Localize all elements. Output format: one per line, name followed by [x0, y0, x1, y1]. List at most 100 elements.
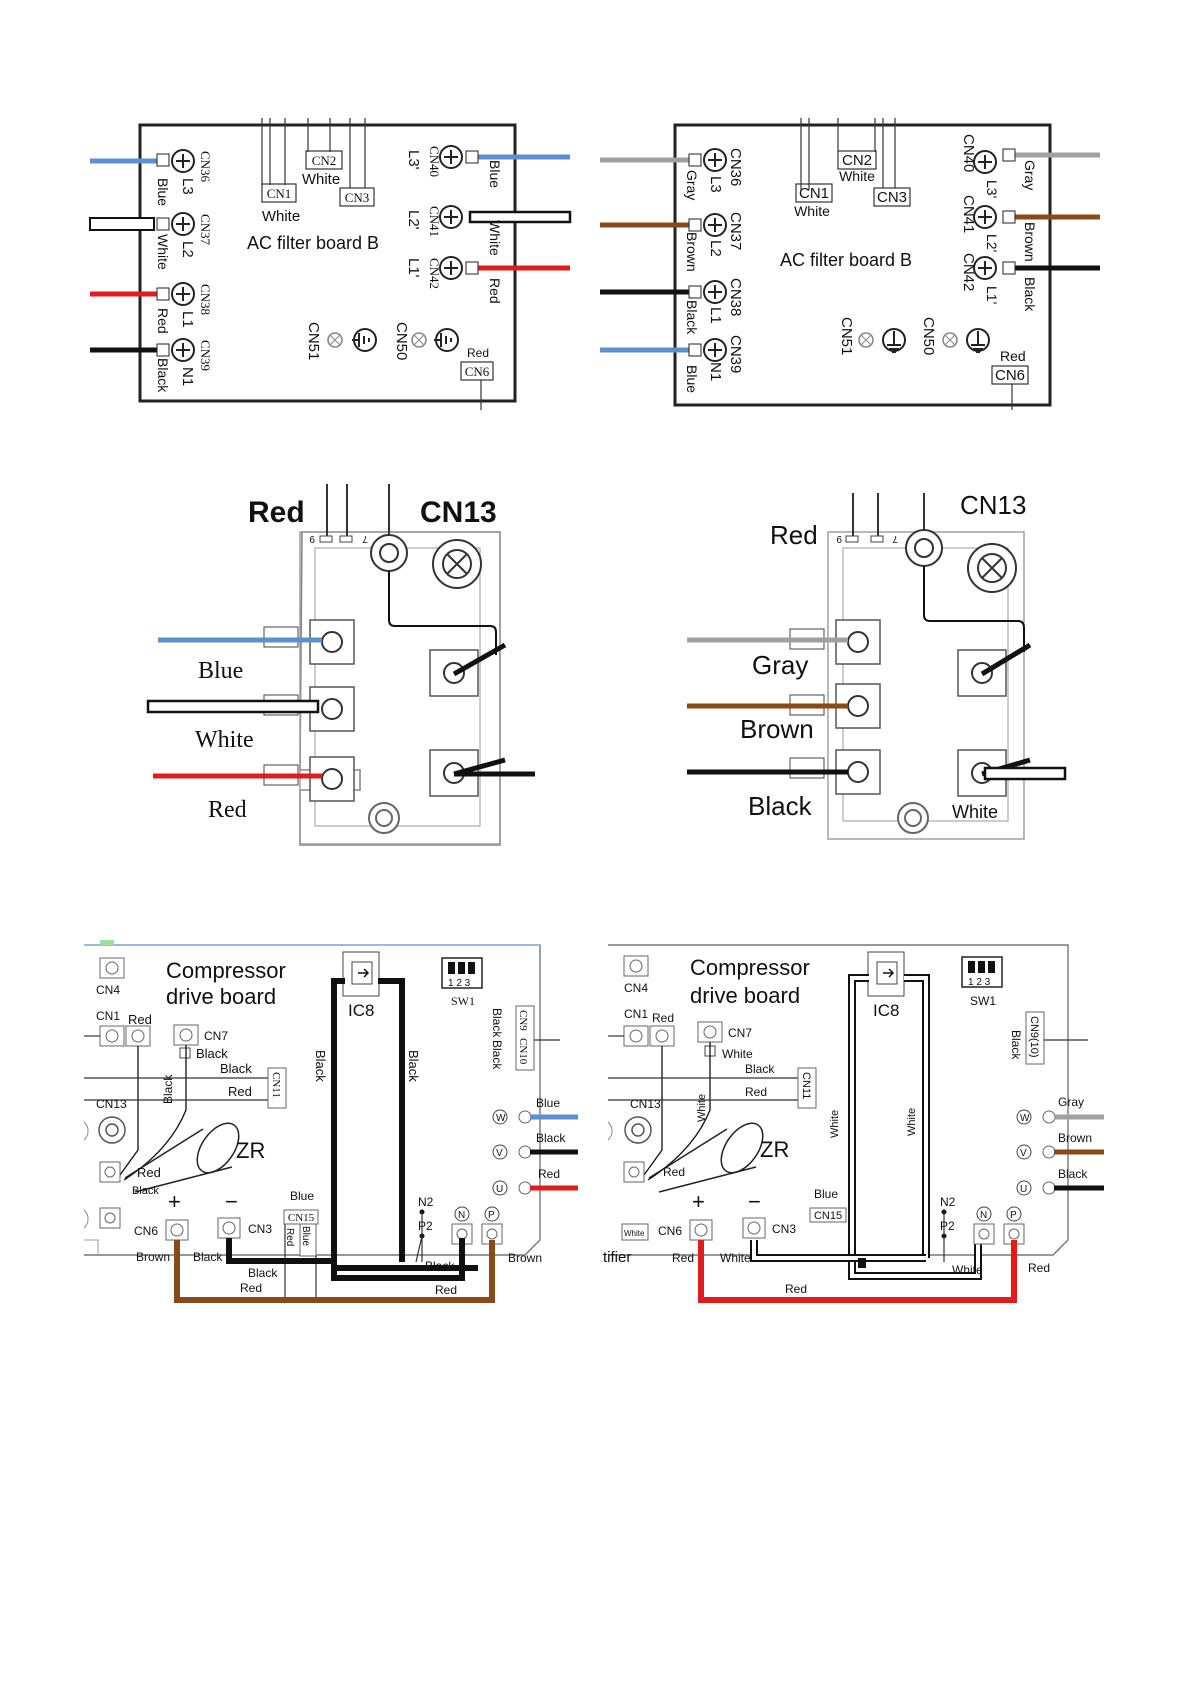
- uvw-wire-label: Brown: [1058, 1131, 1092, 1145]
- cn11-connector: Black Red CN11: [84, 1061, 287, 1109]
- black-label: Black: [425, 1259, 455, 1273]
- cn-label: CN42: [427, 258, 442, 289]
- cn6-label: CN6: [465, 364, 490, 379]
- cn11-red-label: Red: [228, 1084, 252, 1099]
- board-title-2: drive board: [166, 984, 276, 1009]
- tifier-label: tifier: [603, 1249, 631, 1266]
- sw1-label: SW1: [451, 994, 475, 1008]
- pin-b-label: 7: [362, 533, 368, 544]
- cn50-label: CN50: [920, 317, 937, 355]
- u-label: U: [1020, 1184, 1027, 1195]
- uvw-wire-label: Gray: [1058, 1095, 1084, 1109]
- cn-label: CN40: [427, 146, 442, 177]
- w-label: W: [1020, 1113, 1030, 1124]
- zr-component: ZR Red Black: [124, 1122, 265, 1197]
- rectifier-terminal-1: Blue: [158, 619, 355, 684]
- right-terminal-cn42: CN42 L1' Black: [960, 253, 1100, 312]
- p-label: P: [488, 1210, 495, 1221]
- left-terminal-cn39: CN39 N1 Black: [90, 338, 213, 393]
- terminal-label: L2: [707, 240, 724, 257]
- zr-red-label: Red: [137, 1165, 161, 1180]
- cn-label: CN41: [427, 206, 442, 237]
- wire-color-label: Red: [487, 278, 503, 304]
- uvw-wire-label: Blue: [536, 1096, 560, 1110]
- top-white-label: White: [839, 168, 875, 184]
- left-terminal-cn38: CN38 L1 Black: [600, 278, 744, 335]
- white-small-label: White: [624, 1229, 645, 1238]
- blue-label: Blue: [290, 1189, 314, 1203]
- rectifier-terminal-1: Gray: [687, 619, 881, 680]
- cn7-wire-label: Black: [196, 1046, 228, 1061]
- cn13-connector: CN13: [607, 1097, 661, 1144]
- cn1-label: CN1: [267, 186, 292, 201]
- black-label: Black: [193, 1250, 223, 1264]
- n2-label: N2: [940, 1195, 956, 1209]
- rectifier-left: Red CN13 9 7 Blue White: [146, 484, 535, 846]
- left-terminal-cn37: CN37 L2 Brown: [600, 212, 744, 272]
- terminal-label: L1': [984, 286, 1000, 304]
- black-label: Black: [248, 1266, 278, 1280]
- cn9-wire-label: Black: [490, 1008, 504, 1038]
- rectifier-terminal-3: Red: [153, 756, 355, 823]
- uvw-wire-label: Red: [538, 1167, 560, 1181]
- filter-board-outline: [138, 123, 517, 403]
- wire-label: Red: [208, 797, 247, 823]
- ic8-label: IC8: [873, 1001, 899, 1020]
- wire-color-label: Blue: [155, 178, 171, 206]
- brown-label: Brown: [136, 1250, 170, 1264]
- vert-white-label: White: [829, 1110, 841, 1138]
- p2-label: P2: [418, 1219, 433, 1233]
- cn6-wire-label: Red: [1000, 348, 1026, 364]
- out-white-label: White: [952, 802, 998, 822]
- cn7-connector: CN7 White White: [647, 1021, 753, 1181]
- terminal-label: L3: [707, 176, 724, 193]
- wire-color-label: Blue: [684, 365, 700, 393]
- cn1-label: CN1: [799, 185, 829, 202]
- ic8-component: IC8: [867, 951, 905, 1020]
- ic8-label: IC8: [348, 1001, 374, 1020]
- terminal-label: L2': [405, 210, 422, 230]
- uvw-wire-label: Black: [1058, 1167, 1088, 1181]
- cn7-wire-label: White: [722, 1047, 753, 1061]
- cn6-label: CN6: [658, 1224, 682, 1238]
- zr-red-label: Red: [663, 1165, 685, 1179]
- right-terminal-cn42: CN42 L1' Red: [405, 256, 570, 304]
- ic8-component: IC8: [342, 951, 380, 1020]
- cn-label: CN40: [960, 134, 977, 172]
- cn6-label: CN6: [134, 1224, 158, 1238]
- cn51-ground: CN51: [838, 317, 906, 355]
- cn11-black-label: Black: [220, 1061, 252, 1076]
- brown-label: Brown: [508, 1251, 542, 1265]
- cn1-label: CN1: [624, 1007, 648, 1021]
- cn6-label: CN6: [995, 367, 1025, 384]
- wire-label: Black: [748, 791, 813, 821]
- minus-symbol: −: [748, 1189, 761, 1214]
- top-white-label: White: [302, 171, 340, 188]
- terminal-label: L3': [405, 150, 422, 170]
- terminal-label: N1: [179, 367, 196, 386]
- uvw-outputs: W V U Blue Black Red: [492, 1096, 578, 1196]
- cn-label: CN37: [727, 212, 744, 250]
- cn11-red-label: Red: [745, 1085, 767, 1099]
- cn4-label: CN4: [624, 981, 648, 995]
- n2-label: N2: [418, 1195, 434, 1209]
- cn1-connector: CN1 Red: [608, 1007, 675, 1176]
- cn9-label: CN9(10): [1028, 1016, 1040, 1058]
- vert-black-label: Black: [161, 1074, 175, 1104]
- cn13-label: CN13: [420, 496, 497, 529]
- terminal-label: L1: [179, 311, 196, 328]
- red-label: Red: [240, 1281, 262, 1295]
- cn-label: CN36: [727, 148, 744, 186]
- wire-color-label: Blue: [487, 160, 503, 188]
- n-label: N: [458, 1210, 465, 1221]
- top-white-label: White: [262, 208, 300, 225]
- cn50-label: CN50: [393, 322, 410, 360]
- cn1-wire-label: Red: [128, 1012, 152, 1027]
- wire-color-label: White: [487, 220, 503, 256]
- cn15-blue-label: Blue: [300, 1226, 311, 1246]
- wire-label: Gray: [752, 650, 808, 680]
- zr-label: ZR: [760, 1137, 789, 1162]
- cn10-label: CN10: [517, 1038, 529, 1065]
- cn9-connector: CN9(10) Black: [1009, 1011, 1088, 1065]
- board-title-1: Compressor: [690, 955, 810, 980]
